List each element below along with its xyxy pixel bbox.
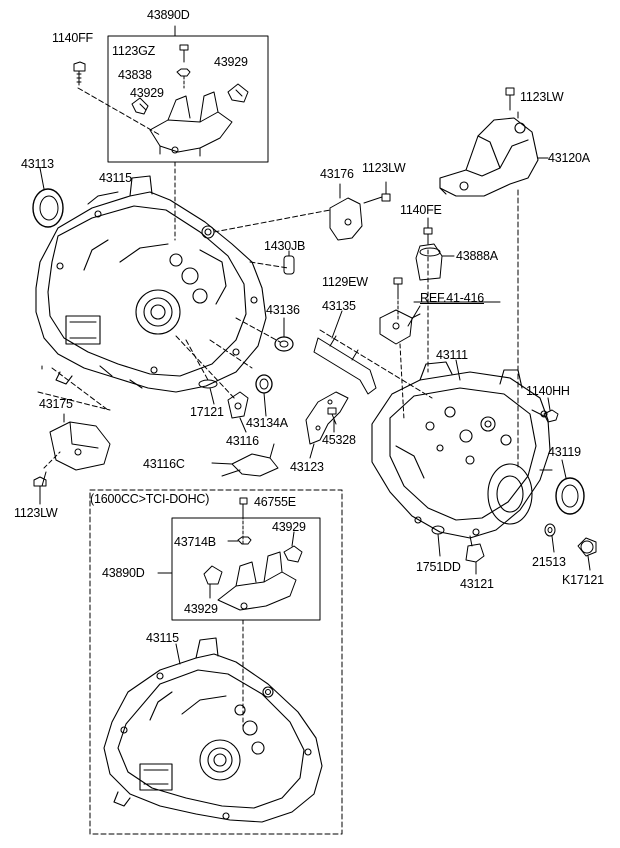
- bracket-43123: [305, 391, 349, 445]
- sensor-43121: [465, 535, 485, 563]
- bracket-43176: [329, 197, 363, 241]
- label-43116: 43116: [226, 434, 259, 448]
- clutch-housing-43115-bottom: [103, 637, 323, 823]
- label-17121: 17121: [190, 405, 224, 419]
- nut-43838: [176, 68, 191, 89]
- bolt-1123lw-top: [505, 87, 515, 111]
- label-43119: 43119: [548, 445, 581, 459]
- plate-43116: [227, 391, 249, 419]
- seal-43134a: [255, 374, 273, 394]
- oil-seal-43119: [555, 477, 585, 515]
- bolt-1123gz: [179, 44, 189, 63]
- option-box-1600cc: [89, 489, 343, 835]
- oil-seal-43113: [32, 188, 64, 228]
- clip-43929-top-right: [227, 83, 249, 103]
- label-43929-c: 43929: [272, 520, 306, 534]
- label-43115-bottom: 43115: [146, 631, 179, 645]
- label-43116c: 43116C: [143, 457, 185, 471]
- label-ref-41-416[interactable]: REF.41-416: [420, 291, 485, 305]
- label-43929-d: 43929: [184, 602, 218, 616]
- clip-43929-top-left: [131, 97, 149, 115]
- label-43838: 43838: [118, 68, 152, 82]
- plug-k17121: [577, 537, 597, 557]
- clip-43929-bottom-left: [203, 565, 223, 585]
- nut-43714b: [237, 536, 252, 545]
- shift-bracket-plate-top: [149, 91, 233, 157]
- label-1129ew: 1129EW: [322, 275, 368, 289]
- label-43115-top: 43115: [99, 171, 132, 185]
- label-21513: 21513: [532, 555, 566, 569]
- label-43929-b: 43929: [130, 86, 164, 100]
- label-43175: 43175: [39, 397, 73, 411]
- bracket-kit-box-top: [107, 25, 269, 163]
- bracket-kit-box-bottom: [171, 517, 321, 621]
- bolt-1140hh: [531, 409, 559, 423]
- label-1140fe: 1140FE: [400, 203, 442, 217]
- label-43113: 43113: [21, 157, 54, 171]
- label-46755e: 46755E: [254, 495, 296, 509]
- label-1123lw-top: 1123LW: [520, 90, 564, 104]
- label-43890d-top: 43890D: [147, 8, 190, 22]
- label-1140ff: 1140FF: [52, 31, 93, 45]
- cap-43888a: [415, 243, 443, 281]
- clutch-housing-43115-top: [35, 175, 267, 393]
- mount-bracket-43175: [49, 421, 111, 471]
- bolt-1140ff: [73, 61, 86, 86]
- washer-17121: [198, 379, 218, 389]
- bolt-46755e: [239, 497, 248, 517]
- label-43120a: 43120A: [548, 151, 590, 165]
- bolt-1123lw-left: [33, 451, 61, 487]
- label-43134a: 43134A: [246, 416, 288, 430]
- sensor-43116c: [221, 443, 279, 477]
- transaxle-case-43111: [371, 361, 553, 539]
- label-43136: 43136: [266, 303, 300, 317]
- washer-21513: [544, 523, 556, 537]
- bolt-1123lw-mid: [363, 193, 391, 204]
- label-43714b: 43714B: [174, 535, 216, 549]
- label-43888a: 43888A: [456, 249, 498, 263]
- label-1751dd: 1751DD: [416, 560, 461, 574]
- label-43176: 43176: [320, 167, 354, 181]
- label-1123gz: 1123GZ: [112, 44, 156, 58]
- dowel-pin-1430jb: [283, 255, 295, 275]
- label-1140hh: 1140HH: [526, 384, 570, 398]
- label-1123lw-bottom: 1123LW: [14, 506, 58, 520]
- mount-bracket-43120a: [439, 117, 539, 197]
- label-1430jb: 1430JB: [264, 239, 306, 253]
- label-43123: 43123: [290, 460, 324, 474]
- label-43121: 43121: [460, 577, 494, 591]
- label-1123lw-mid: 1123LW: [362, 161, 406, 175]
- label-k17121: K17121: [562, 573, 604, 587]
- gasket-1751dd: [431, 525, 445, 535]
- oil-seal-43136: [274, 336, 294, 352]
- bolt-45328: [327, 407, 337, 425]
- label-43135: 43135: [322, 299, 356, 313]
- label-43929-a: 43929: [214, 55, 248, 69]
- bolt-1129ew: [393, 277, 403, 297]
- label-1600cc-tci-dohc: (1600CC>TCI-DOHC): [90, 492, 210, 506]
- label-43111: 43111: [436, 348, 468, 362]
- label-43890d-bottom: 43890D: [102, 566, 145, 580]
- shift-rod-43135: [313, 335, 377, 395]
- bolt-1140fe: [423, 227, 433, 245]
- label-45328: 45328: [322, 433, 356, 447]
- shift-bracket-plate-bottom: [217, 551, 297, 611]
- clip-43929-bottom-right: [283, 545, 303, 563]
